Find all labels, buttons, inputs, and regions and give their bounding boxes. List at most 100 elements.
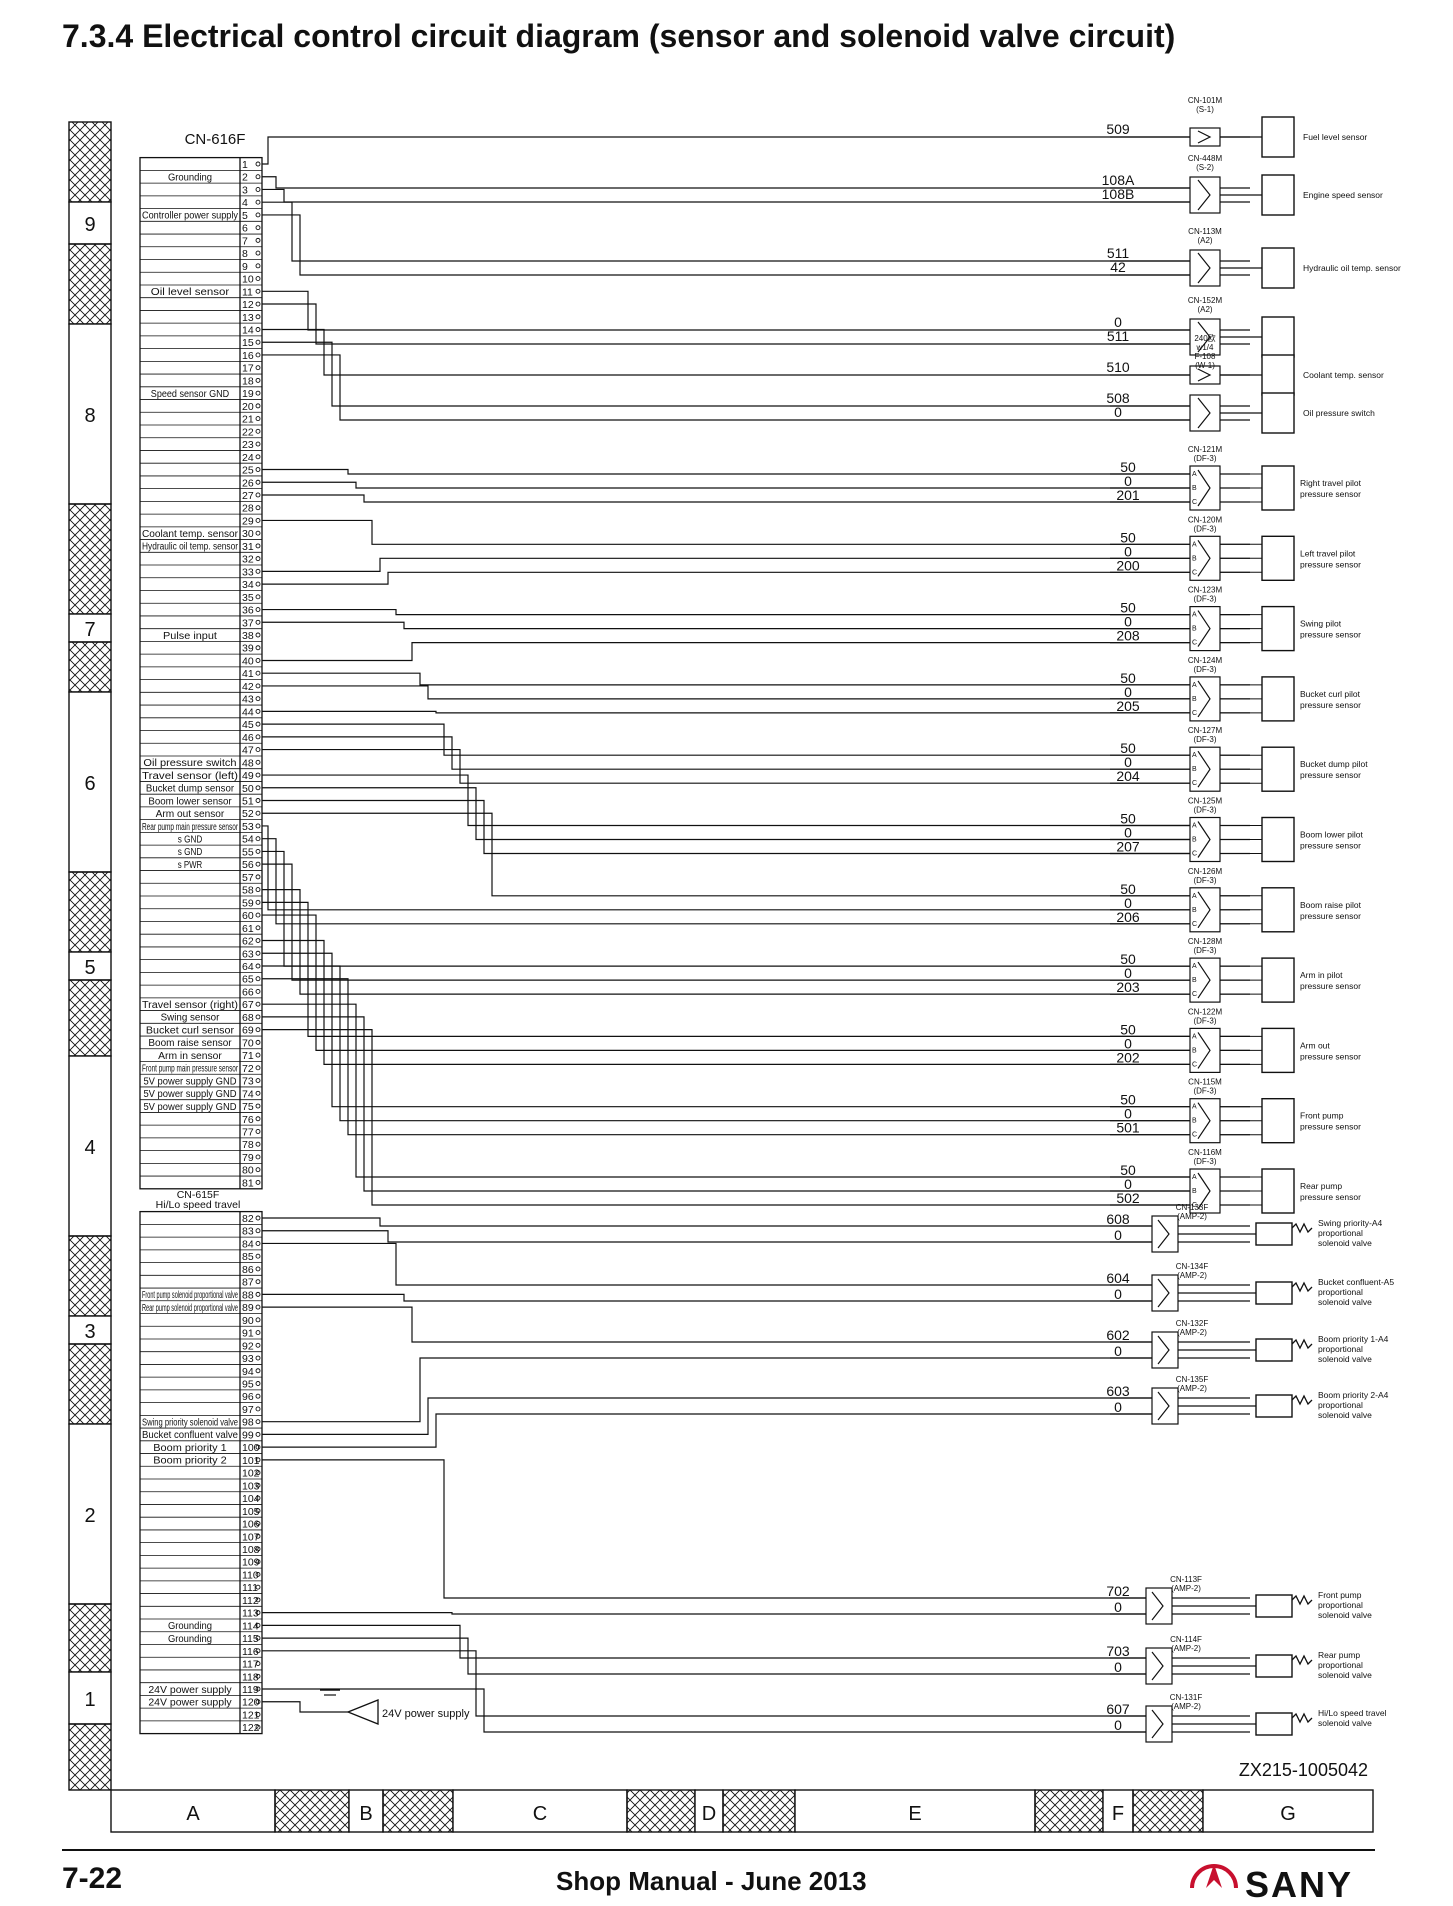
solenoid-body [1255, 1394, 1293, 1418]
connector-chevron-icon [1197, 1172, 1211, 1210]
coil-icon [1291, 1594, 1313, 1606]
connector-chevron-icon [1197, 321, 1211, 353]
wire-number: 50 [1120, 670, 1136, 686]
pin-terminal [255, 1241, 261, 1246]
pin-number: 82 [242, 1213, 254, 1225]
wire-number: 50 [1120, 811, 1136, 827]
pin-terminal [255, 1368, 261, 1374]
connector-id: w1/4 [1196, 343, 1214, 352]
hatch-cell [68, 1235, 112, 1317]
inline-connector [1189, 676, 1221, 722]
wire-number: 50 [1120, 529, 1136, 545]
sensor-body [1261, 247, 1295, 289]
pin-terminal [255, 734, 261, 740]
pin-terminal [255, 327, 261, 332]
pin-number: 114 [242, 1620, 259, 1632]
inline-connector [1189, 394, 1221, 432]
pin-number: 44 [242, 706, 254, 718]
pin-number: 20 [242, 401, 254, 413]
wire [262, 965, 1250, 1122]
wire [262, 812, 1250, 897]
hatch-cell [626, 1789, 696, 1833]
pin-number: 83 [242, 1226, 254, 1238]
pressure-sensor-body [1261, 746, 1295, 792]
pin-terminal [255, 1584, 261, 1590]
pin-terminal [255, 1457, 261, 1463]
pin-letter: B [1192, 1118, 1197, 1125]
pin-terminal [255, 1279, 261, 1285]
inline-connector [1151, 1387, 1179, 1425]
grid-row-label: 6 [84, 773, 95, 795]
pin-terminal [255, 696, 261, 702]
pin-number: 18 [242, 375, 254, 387]
wire [262, 1357, 1250, 1423]
coil-icon [1291, 1281, 1313, 1293]
pin-number: 19 [242, 388, 254, 400]
pin-terminal [255, 339, 261, 345]
inline-connector [1189, 535, 1221, 581]
pin-number: 11 [242, 286, 253, 298]
pin-number: 34 [242, 579, 254, 591]
pin-terminal [255, 1116, 261, 1122]
connector-chevron-icon [1197, 891, 1211, 929]
wire-number: 108A [1102, 172, 1135, 188]
pin-number: 100 [242, 1442, 260, 1454]
connector-id: CN-124M [1188, 656, 1223, 665]
wire-number: 108B [1102, 186, 1135, 202]
pin-number: 96 [242, 1391, 254, 1403]
connector-chevron-icon [1151, 1709, 1164, 1739]
pin-terminal [255, 632, 261, 638]
device-label: Right travel pilot [1300, 478, 1362, 488]
pin-number: 23 [242, 439, 254, 451]
pin-label: Grounding [168, 1621, 212, 1632]
wire [262, 850, 1250, 967]
pin-terminal [255, 352, 261, 358]
pin-letter: B [1192, 485, 1197, 492]
hatch-cell [68, 121, 112, 203]
connector-chevron-icon [1157, 1219, 1170, 1249]
wire-number: 702 [1106, 1583, 1130, 1599]
pin-number: 92 [242, 1340, 254, 1352]
pin-terminal [255, 1052, 261, 1058]
wire [262, 710, 1250, 714]
device-label: Bucket curl pilot [1300, 689, 1361, 699]
pin-terminal [255, 505, 261, 511]
pin-number: 63 [242, 948, 254, 960]
coil-icon [1291, 1222, 1313, 1234]
pin-label: Boom priority 1 [153, 1443, 227, 1454]
pin-label: Bucket dump sensor [146, 784, 235, 795]
pin-letter: A [1192, 893, 1197, 900]
wire-number: 0 [1114, 1343, 1122, 1359]
pin-label: s GND [178, 834, 203, 845]
pin-terminal [255, 747, 261, 753]
connector-id: CN-133F [1176, 1203, 1209, 1212]
wire-number: 201 [1116, 487, 1140, 503]
grid-row-label: 9 [84, 214, 95, 236]
pin-terminal [255, 288, 261, 294]
brand-name: SANY [1245, 1864, 1354, 1905]
pin-number: 78 [242, 1139, 254, 1151]
pin-terminal [255, 1330, 261, 1336]
device-label: Front pump [1300, 1111, 1344, 1121]
pin-number: 101 [242, 1455, 260, 1467]
connector-id: CN-126M [1188, 867, 1223, 876]
wire-number: 0 [1124, 473, 1132, 489]
pin-number: 41 [242, 668, 254, 680]
connector-chevron-icon [1197, 1102, 1211, 1140]
device-label: Front pump [1318, 1590, 1362, 1600]
pin-letter: A [1192, 541, 1197, 548]
grid-row-label: 7 [84, 619, 95, 641]
pin-number: 74 [242, 1088, 254, 1100]
connector-id: CN-101M [1188, 96, 1223, 105]
pin-terminal [255, 1129, 261, 1134]
wire-number: 42 [1110, 259, 1126, 275]
pin-terminal [255, 1304, 261, 1310]
pin-number: 95 [242, 1378, 254, 1390]
grid-column-cell [694, 1789, 724, 1833]
connector-id: CN-132F [1176, 1319, 1209, 1328]
connector-id: CN-120M [1188, 515, 1223, 524]
pin-number: 89 [242, 1302, 254, 1314]
pin-terminal [255, 1724, 261, 1730]
sensor-body [1261, 392, 1295, 434]
hatch-cell [68, 1343, 112, 1425]
